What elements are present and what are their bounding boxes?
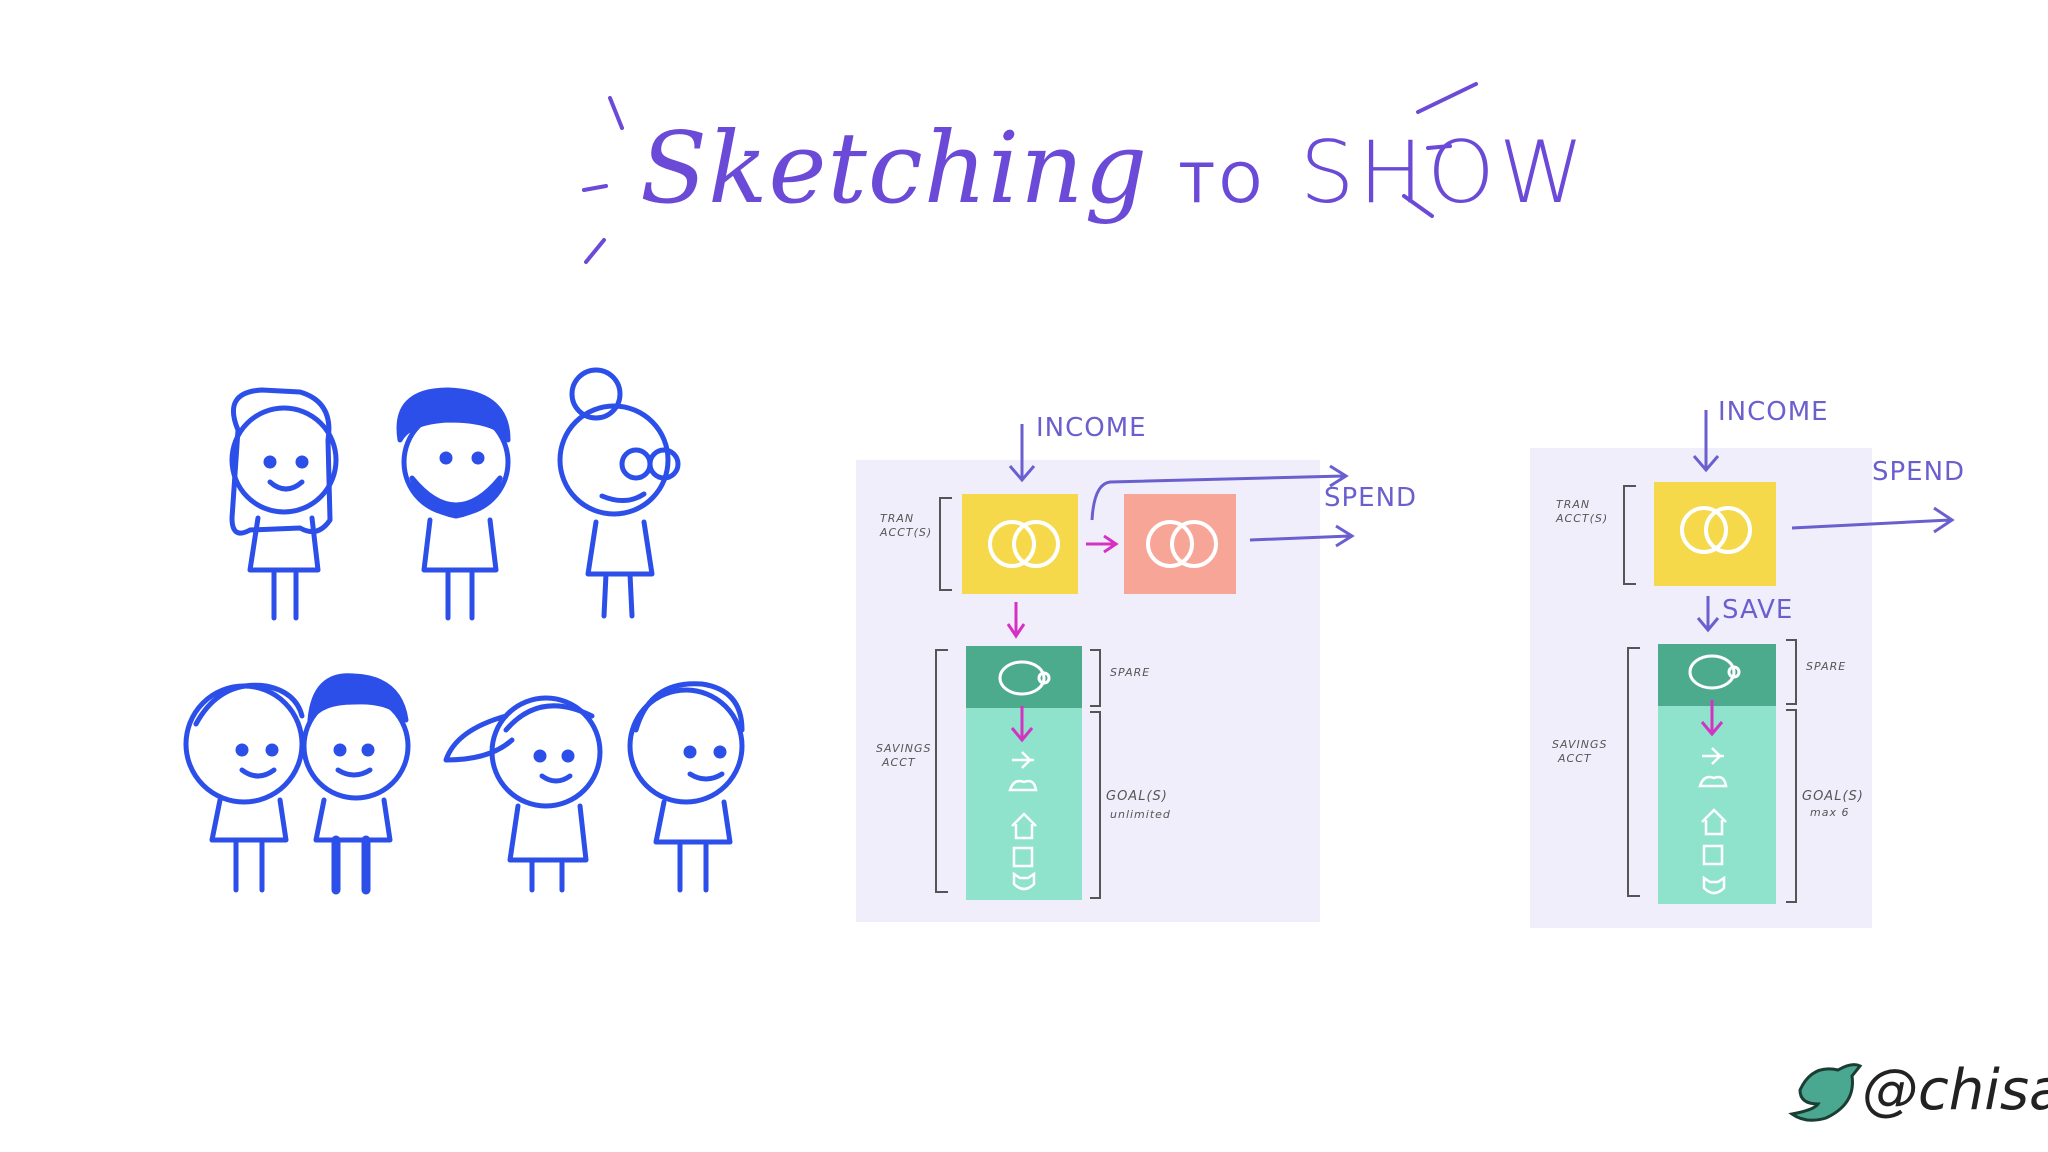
- left-spare-label: SPARE: [1110, 666, 1150, 679]
- right-goals-note: max 6: [1810, 806, 1849, 819]
- person-4: [183, 682, 305, 893]
- title-to: TO: [1180, 152, 1268, 215]
- cat-icon-right: [1702, 875, 1726, 895]
- plane-icon: [1012, 751, 1034, 769]
- income-arrow: [1008, 424, 1036, 483]
- right-tran-label: TRAN: [1556, 498, 1590, 511]
- cloud-icon: [1008, 779, 1038, 792]
- pig-icon-right: [1688, 654, 1741, 690]
- right-income-label: INCOME: [1718, 397, 1829, 427]
- right-acct-label: ACCT: [1557, 752, 1592, 765]
- spare-block-right: [1658, 644, 1776, 706]
- left-acct-label: ACCT: [881, 756, 916, 769]
- spare-block: [966, 646, 1082, 708]
- left-accts-label: ACCT(S): [879, 526, 932, 539]
- left-goals-label: GOAL(S): [1106, 789, 1168, 804]
- right-spare-label: SPARE: [1806, 660, 1846, 673]
- person-5: [301, 673, 411, 895]
- title-main: Sketching: [640, 112, 1149, 226]
- coins-icon-right: [1680, 506, 1752, 554]
- cloud-icon-right: [1698, 775, 1728, 788]
- left-savings-label: SAVINGS: [876, 742, 931, 755]
- box-icon: [1012, 846, 1034, 868]
- tran-card-coral: [1124, 494, 1236, 594]
- twitter-handle: @chisa: [1862, 1058, 2048, 1123]
- cat-icon: [1012, 871, 1036, 891]
- tran-card-yellow: [962, 494, 1078, 594]
- person-2: [396, 387, 511, 621]
- left-spend-label: SPEND: [1324, 483, 1417, 513]
- diagram-right: INCOME SPEND SAVE TRAN ACCT(S) SAVINGS A…: [1530, 397, 1965, 928]
- right-savings-label: SAVINGS: [1552, 738, 1607, 751]
- house-icon: [1011, 812, 1037, 840]
- diagram-left-panel: [856, 460, 1320, 922]
- goals-block: [966, 708, 1082, 900]
- person-6: [443, 695, 603, 893]
- right-accts-label: ACCT(S): [1555, 512, 1608, 525]
- pig-icon: [998, 660, 1051, 696]
- left-tran-label: TRAN: [880, 512, 914, 525]
- bird-icon: [1788, 1063, 1863, 1122]
- person-7: [627, 681, 745, 893]
- right-spend-label: SPEND: [1872, 457, 1965, 487]
- box-icon-right: [1702, 844, 1724, 866]
- title-show: SHOW: [1299, 123, 1588, 223]
- title-sparkles: [582, 82, 1478, 264]
- income-arrow-right: [1692, 410, 1720, 473]
- diagram-left: INCOME SPEND TRAN ACCT(S) SAVINGS ACCT S…: [856, 413, 1417, 922]
- plane-icon-right: [1702, 747, 1724, 765]
- page-title: Sketching TO SHOW: [640, 112, 1588, 226]
- coins-icon: [988, 520, 1060, 568]
- left-goals-note: unlimited: [1110, 808, 1171, 821]
- people-group: [183, 367, 745, 895]
- left-income-label: INCOME: [1036, 413, 1147, 443]
- right-goals-label: GOAL(S): [1802, 789, 1864, 804]
- tran-card-yellow-right: [1654, 482, 1776, 586]
- person-3: [557, 367, 681, 619]
- coins-icon-2: [1146, 520, 1218, 568]
- goals-block-right: [1658, 706, 1776, 904]
- right-save-label: SAVE: [1722, 595, 1793, 625]
- house-icon-right: [1701, 808, 1727, 836]
- person-1: [229, 387, 339, 621]
